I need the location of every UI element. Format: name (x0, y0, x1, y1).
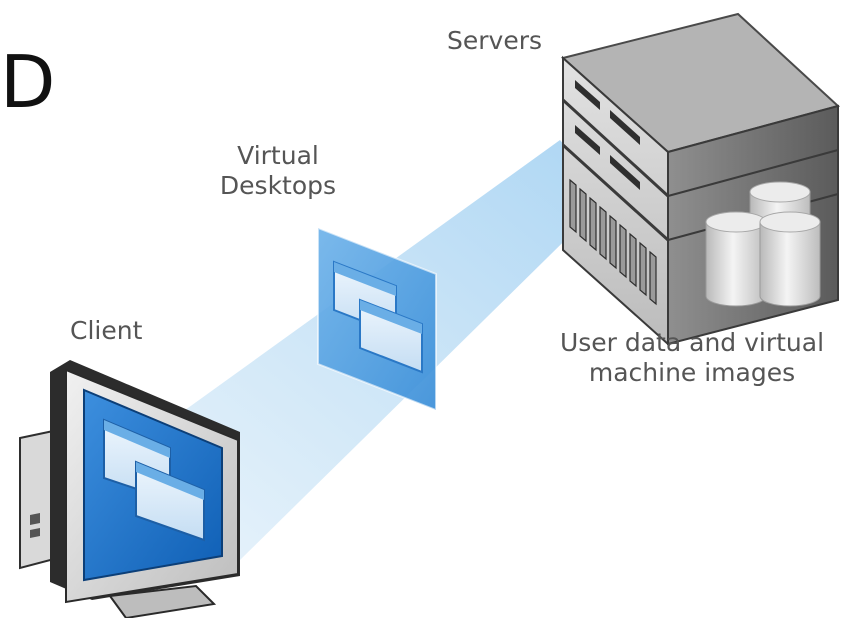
servers-label: Servers (447, 26, 543, 55)
virtual-desktops-label-line1: Virtual (237, 141, 319, 170)
cropped-text-fragment: D (0, 40, 56, 124)
virtual-desktops-label-line2: Desktops (219, 171, 337, 200)
storage-disks (705, 181, 821, 307)
client-computer (19, 360, 240, 618)
user-data-label: User data and virtual machine images (547, 328, 837, 388)
client-label: Client (70, 316, 143, 345)
virtual-desktops-label: Virtual Desktops (218, 141, 338, 201)
virtual-desktop-panel (317, 226, 437, 412)
user-data-label-line2: machine images (588, 358, 796, 387)
user-data-label-line1: User data and virtual (559, 328, 825, 357)
